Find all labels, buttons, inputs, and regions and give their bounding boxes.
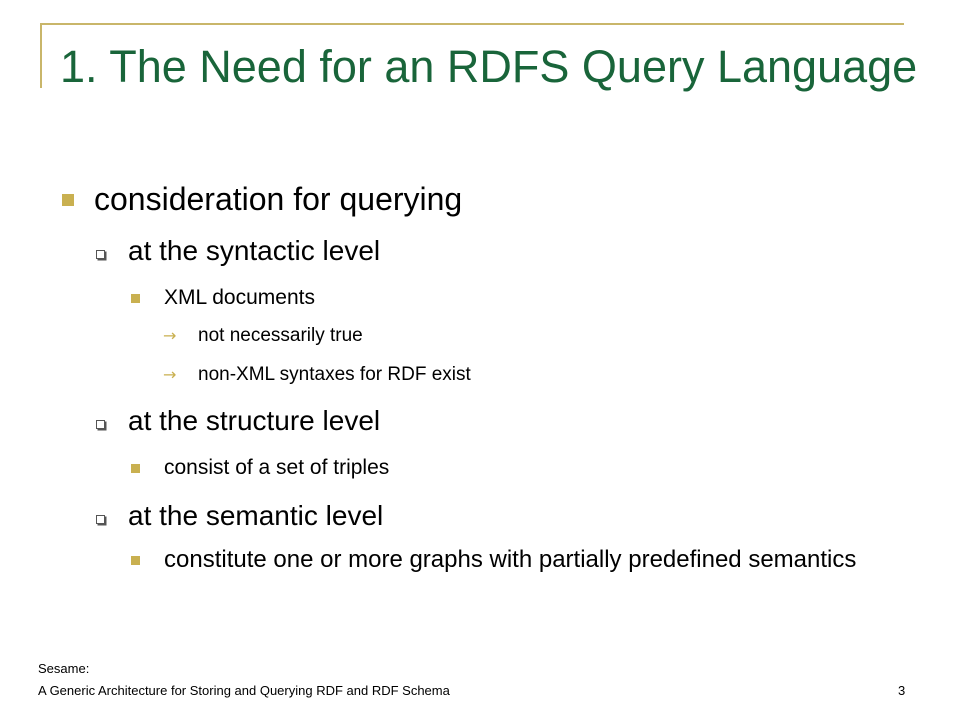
bullet-text: consideration for querying [94,181,463,217]
bullet-text: constitute one or more graphs with parti… [164,546,857,573]
square-bullet-icon [131,556,140,565]
frame-top-line [40,23,904,25]
arrow-bullet-icon: → [163,326,177,345]
slide-title: 1. The Need for an RDFS Query Language [60,41,918,92]
bullet-text: at the syntactic level [128,235,381,266]
footer-line-2: A Generic Architecture for Storing and Q… [38,683,450,698]
bullet-text: consist of a set of triples [164,456,390,479]
hollow-square-bullet-icon [96,420,105,429]
bullet-text: at the semantic level [128,500,384,531]
frame-left-line [40,23,42,88]
hollow-square-bullet-icon [96,250,105,259]
square-bullet-icon [131,464,140,473]
arrow-bullet-icon: → [163,365,177,384]
hollow-square-bullet-icon [96,515,105,524]
bullet-text: XML documents [164,286,315,309]
square-bullet-icon [131,294,140,303]
bullet-text: at the structure level [128,405,381,436]
bullet-text: not necessarily true [198,325,363,346]
footer-line-1: Sesame: [38,661,90,676]
square-bullet-icon [62,194,74,206]
page-number: 3 [898,683,906,698]
footer-caption: Sesame: A Generic Architecture for Stori… [38,658,450,702]
bullet-text: non-XML syntaxes for RDF exist [198,364,471,385]
